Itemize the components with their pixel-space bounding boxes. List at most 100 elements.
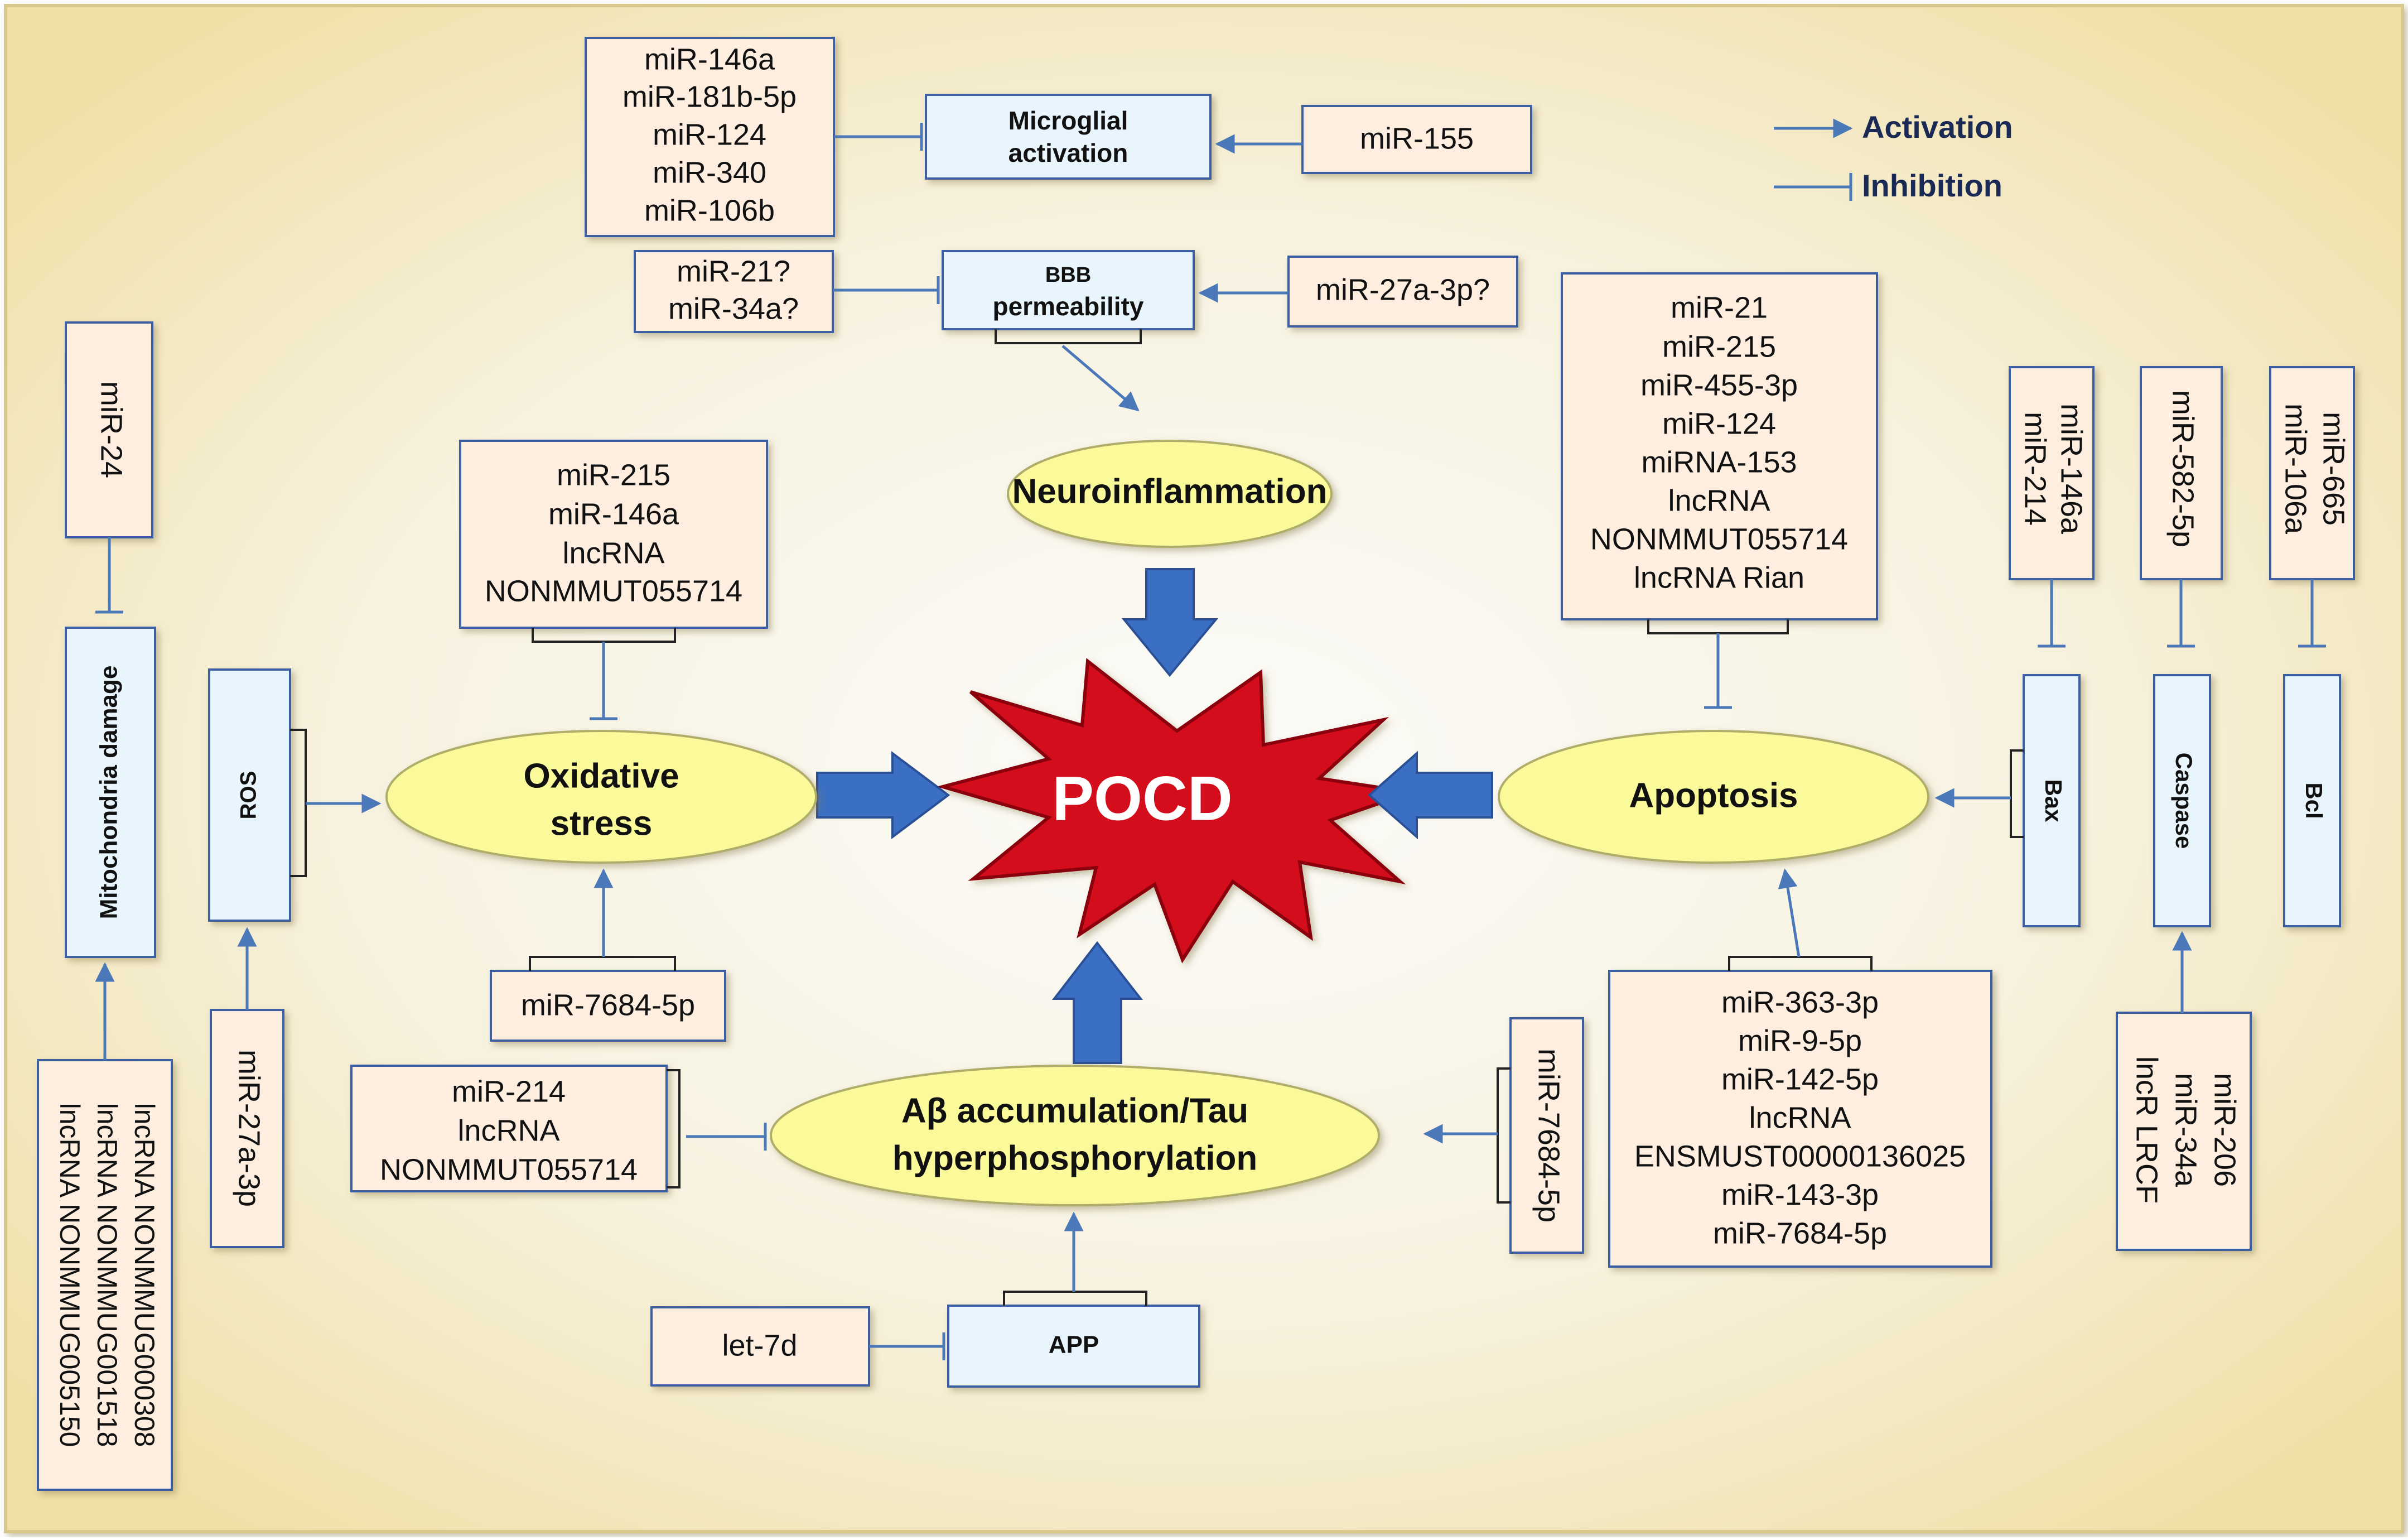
- legend-inhibition-bar: [1774, 173, 1852, 201]
- microglial-inhib-2: miR-181b-5p: [622, 80, 797, 113]
- bax-inhibitors-box: [2009, 366, 2095, 580]
- microglial-label-line2: activation: [1008, 138, 1128, 167]
- apoptosis-act-1: miR-363-3p: [1721, 985, 1879, 1019]
- inhibit-app: [869, 1332, 945, 1360]
- bbb-label-line1: BBB: [1045, 263, 1091, 287]
- oxidative-stress-ellipse: [385, 730, 817, 864]
- block-arrows: [816, 568, 1493, 1064]
- bcl-box: [2283, 674, 2341, 927]
- ros-activator-box: [210, 1009, 284, 1248]
- apoptosis-act-5: ENSMUST00000136025: [1634, 1139, 1966, 1173]
- app-label: APP: [1049, 1331, 1099, 1359]
- microglial-inhib-4: miR-340: [653, 156, 766, 189]
- oxidative-label-line2: stress: [551, 804, 653, 843]
- apoptosis-act-4: lncRNA: [1749, 1101, 1851, 1134]
- bax-inhib-1: miR-146a: [2055, 403, 2088, 535]
- caspase-activators-box: [2116, 1012, 2252, 1251]
- bbb-act-1: miR-27a-3p?: [1316, 273, 1490, 306]
- inhibit-abeta: [686, 1123, 767, 1151]
- bcl-inhib-2: miR-106a: [2279, 403, 2313, 535]
- abeta-inhib-bracket: [667, 1069, 681, 1188]
- abeta-inhib-1: miR-214: [452, 1075, 566, 1108]
- apoptosis-inhib-1: miR-21: [1671, 291, 1768, 324]
- bcl-label: Bcl: [2301, 782, 2327, 819]
- oxidative-block-arrow: [816, 751, 950, 839]
- microglial-inhibitors-box: [585, 37, 835, 237]
- bax-inhib-2: miR-214: [2019, 412, 2052, 526]
- mito-box: [65, 627, 156, 958]
- oxidative-inhib-3: lncRNA: [562, 536, 664, 570]
- inhibit-bax: [2038, 579, 2066, 648]
- oxidative-label-line1: Oxidative: [523, 757, 679, 795]
- activation-connectors: [95, 134, 2192, 1292]
- inhibit-caspase: [2167, 579, 2195, 648]
- oxidative-inhib-1: miR-215: [557, 458, 670, 492]
- bax-bracket: [2010, 749, 2024, 838]
- caspase-inhib-1: miR-582-5p: [2166, 390, 2200, 547]
- oxidative-inhib-4: NONMMUT055714: [485, 574, 742, 608]
- mito-label: Mitochondria damage: [95, 666, 123, 920]
- apoptosis-inhib-5: miRNA-153: [1641, 445, 1797, 479]
- target-boxes: Microglial activation BBB permeability R…: [65, 94, 2341, 1388]
- oxidative-act-1: miR-7684-5p: [521, 988, 695, 1022]
- neuroinflammation-label: Neuroinflammation: [1012, 472, 1328, 511]
- app-inhibitor-box: [650, 1306, 870, 1387]
- apoptosis-ellipse: [1498, 730, 1929, 864]
- abeta-label-line1: Aβ accumulation/Tau: [901, 1091, 1248, 1130]
- microglial-activator-box: [1301, 105, 1532, 174]
- regulator-boxes: miR-146a miR-181b-5p miR-124 miR-340 miR…: [37, 37, 2355, 1491]
- pocd-starburst: POCD: [936, 658, 1412, 964]
- oxidative-activator-box: [490, 970, 726, 1042]
- caspase-box: [2153, 674, 2211, 927]
- apoptosis-inhib-2: miR-215: [1662, 330, 1776, 363]
- abeta-inhib-2: lncRNA: [457, 1114, 559, 1147]
- neuroinflammation-ellipse: [1007, 440, 1333, 548]
- caspase-label: Caspase: [2171, 753, 2197, 849]
- activate-apoptosis: [1778, 868, 1801, 957]
- connectors: [95, 123, 2326, 1360]
- caspase-act-1: miR-206: [2208, 1073, 2242, 1187]
- caspase-act-3: lncR LRCF: [2130, 1056, 2164, 1204]
- bbb-bracket: [995, 329, 1142, 344]
- legend-inhibition-label: Inhibition: [1862, 168, 2002, 203]
- abeta-inhibitors-box: [350, 1065, 668, 1192]
- bbb-to-neuroinflammation: [1061, 345, 1140, 412]
- microglial-inhib-1: miR-146a: [644, 42, 775, 76]
- microglial-label-line1: Microglial: [1008, 106, 1128, 135]
- apoptosis-inhibitors-box: [1561, 272, 1878, 620]
- inhibit-microglial: [834, 123, 923, 151]
- abeta-act-bracket: [1497, 1067, 1511, 1204]
- apoptosis-inhib-8: lncRNA Rian: [1634, 561, 1804, 594]
- microglial-act-1: miR-155: [1360, 122, 1474, 155]
- app-box: [947, 1305, 1200, 1388]
- bax-label: Bax: [2040, 779, 2067, 822]
- mito-act-3: lncRNA NONMMUG005150: [54, 1103, 85, 1447]
- ros-label: ROS: [237, 771, 261, 820]
- apoptosis-inhib-3: miR-455-3p: [1640, 368, 1798, 402]
- oxidative-inhibitors-box: [459, 440, 768, 629]
- mito-inhib-1: miR-24: [95, 381, 128, 478]
- apoptosis-inhib-7: NONMMUT055714: [1590, 522, 1848, 556]
- abeta-block-arrow: [1051, 941, 1143, 1064]
- mito-act-1: lncRNA NONMMUG000308: [129, 1103, 160, 1447]
- pocd-label: POCD: [1052, 764, 1233, 834]
- inhibition-connectors: [95, 123, 2326, 1360]
- apoptosis-act-2: miR-9-5p: [1738, 1024, 1862, 1057]
- inhibit-mito: [95, 537, 123, 614]
- bcl-inhibitors-box: [2269, 366, 2355, 580]
- abeta-activator-box: [1509, 1017, 1584, 1254]
- mito-act-2: lncRNA NONMMUG001518: [91, 1103, 123, 1447]
- inhibit-bcl: [2298, 579, 2326, 648]
- apoptosis-inhib-4: miR-124: [1662, 407, 1776, 440]
- microglial-inhib-5: miR-106b: [644, 194, 775, 227]
- neuroinflammation-block-arrow: [1121, 568, 1219, 677]
- apoptosis-act-7: miR-7684-5p: [1713, 1216, 1887, 1250]
- abeta-label-line2: hyperphosphorylation: [892, 1139, 1257, 1177]
- apoptosis-act-6: miR-143-3p: [1721, 1178, 1879, 1211]
- apoptosis-label: Apoptosis: [1629, 776, 1798, 815]
- legend-activation-label: Activation: [1862, 109, 2013, 145]
- inhibit-oxidative: [590, 642, 617, 720]
- bax-box: [2023, 674, 2081, 927]
- bbb-inhibitors-box: [634, 250, 834, 333]
